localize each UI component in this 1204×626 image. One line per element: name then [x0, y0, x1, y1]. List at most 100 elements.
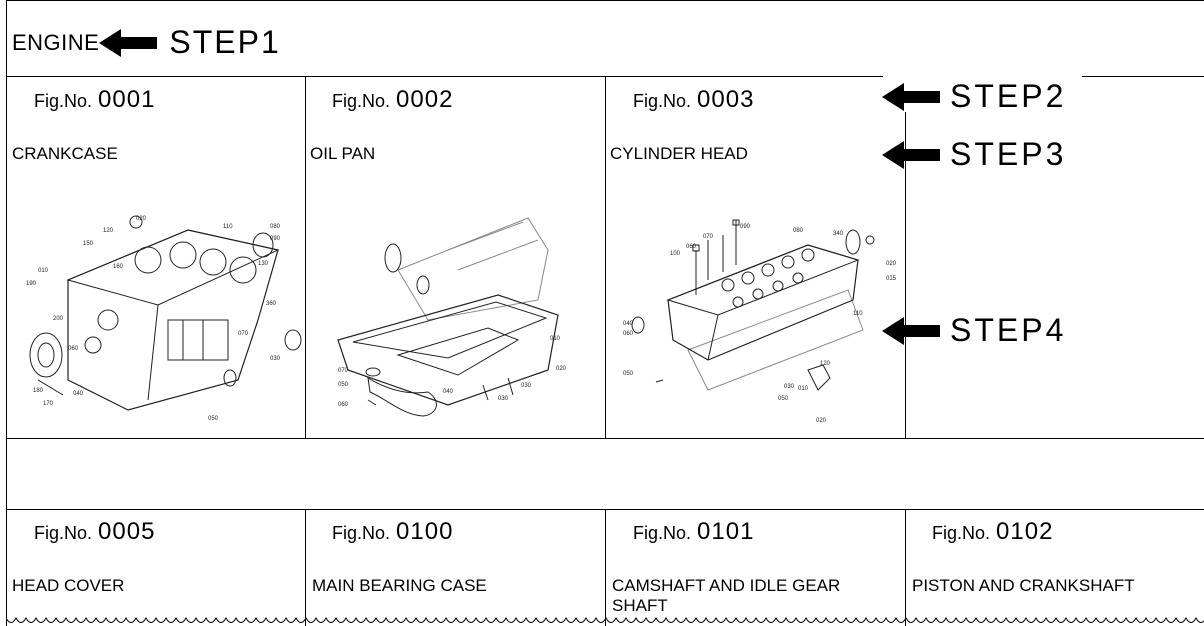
callout-label: 050: [338, 382, 349, 388]
breadcrumb: ENGINE STEP1: [12, 24, 281, 61]
callout-label: 150: [83, 241, 94, 247]
callout-label: 030: [521, 383, 532, 389]
callout-label: 180: [33, 388, 44, 394]
fig-number-value: 0102: [996, 518, 1054, 545]
step4-indicator: STEP4: [882, 312, 1066, 349]
column-divider-2: [605, 76, 606, 438]
callout-labels: 0900700600801003400200150400600501101200…: [623, 224, 897, 424]
left-arrow-icon: [882, 82, 940, 111]
callout-labels: 020 120 150 110 080 090 130 010 160 190 200 360 070 0…: [26, 216, 281, 422]
callout-label: 080: [793, 228, 804, 234]
fig-number-value: 0101: [697, 518, 755, 545]
divider-header: [6, 76, 883, 77]
step3-label: STEP3: [950, 136, 1067, 172]
callout-label: 090: [270, 236, 281, 242]
callout-labels: 070 050 060 040 030 010 020 030: [338, 336, 567, 408]
callout-label: 010: [38, 268, 49, 274]
callout-label: 010: [798, 386, 809, 392]
fig-prefix: Fig.No.: [332, 523, 391, 543]
callout-label: 030: [270, 356, 281, 362]
callout-label: 080: [270, 224, 281, 230]
divider-row1-bottom: [6, 438, 1204, 439]
cylinder-head-drawing[interactable]: 0900700600801003400200150400600501101200…: [608, 210, 904, 432]
callout-label: 100: [670, 251, 681, 257]
step4-label: STEP4: [950, 312, 1067, 348]
fig-number[interactable]: Fig.No.0102: [932, 518, 1053, 546]
oil-pan-drawing[interactable]: 070 050 060 040 030 010 020 030: [308, 210, 604, 432]
part-name-link[interactable]: HEAD COVER: [12, 576, 125, 595]
fig-number[interactable]: Fig.No.0003: [633, 86, 754, 114]
column-divider-1: [305, 76, 306, 438]
callout-label: 010: [550, 336, 561, 342]
callout-label: 160: [113, 264, 124, 270]
callout-label: 200: [53, 316, 64, 322]
fig-prefix: Fig.No.: [34, 523, 93, 543]
fig-prefix: Fig.No.: [633, 523, 692, 543]
fig-prefix: Fig.No.: [332, 91, 391, 111]
column-divider-5: [605, 509, 606, 626]
part-name-link[interactable]: OIL PAN: [310, 144, 376, 163]
callout-label: 190: [26, 281, 37, 287]
fig-number-value: 0001: [98, 86, 156, 113]
engine-link[interactable]: ENGINE: [12, 29, 100, 55]
step2-indicator: STEP2: [882, 78, 1066, 115]
callout-label: 120: [103, 228, 114, 234]
left-arrow-icon: [882, 316, 940, 345]
fig-number[interactable]: Fig.No.0005: [34, 518, 155, 546]
fig-number-value: 0003: [697, 86, 755, 113]
fig-number[interactable]: Fig.No.0101: [633, 518, 754, 546]
fig-prefix: Fig.No.: [34, 91, 93, 111]
part-name-link[interactable]: CAMSHAFT AND IDLE GEAR SHAFT: [612, 576, 841, 615]
callout-label: 040: [443, 389, 454, 395]
callout-label: 060: [68, 346, 79, 352]
callout-label: 050: [778, 396, 789, 402]
fig-prefix: Fig.No.: [633, 91, 692, 111]
callout-label: 040: [73, 391, 84, 397]
callout-label: 070: [703, 234, 714, 240]
callout-label: 110: [223, 224, 233, 230]
callout-label: 120: [820, 361, 831, 367]
callout-label: 050: [208, 416, 219, 422]
callout-label: 070: [238, 331, 249, 337]
callout-label: 170: [43, 401, 54, 407]
fig-number-value: 0002: [396, 86, 454, 113]
callout-label: 070: [338, 368, 349, 374]
callout-label: 060: [623, 331, 634, 337]
part-name-link[interactable]: CYLINDER HEAD: [610, 144, 748, 163]
callout-label: 030: [784, 384, 795, 390]
callout-label: 090: [740, 224, 751, 230]
column-divider-6: [905, 509, 906, 626]
callout-label: 030: [498, 396, 509, 402]
callout-label: 060: [686, 244, 697, 250]
part-name-link[interactable]: CRANKCASE: [12, 144, 118, 163]
part-name-link[interactable]: MAIN BEARING CASE: [312, 576, 487, 595]
callout-label: 130: [258, 261, 269, 267]
part-name-link[interactable]: PISTON AND CRANKSHAFT: [912, 576, 1135, 595]
callout-label: 020: [556, 366, 567, 372]
fig-number[interactable]: Fig.No.0001: [34, 86, 155, 114]
callout-label: 360: [266, 301, 277, 307]
fig-prefix: Fig.No.: [932, 523, 991, 543]
callout-label: 020: [886, 261, 897, 267]
fig-number[interactable]: Fig.No.0002: [332, 86, 453, 114]
left-arrow-icon: [99, 28, 158, 57]
callout-label: 110: [853, 311, 863, 317]
callout-label: 020: [816, 418, 827, 424]
divider-header-right: [1082, 76, 1204, 77]
fig-number-value: 0005: [98, 518, 156, 545]
step2-label: STEP2: [950, 78, 1067, 114]
callout-label: 340: [833, 231, 844, 237]
callout-label: 020: [136, 216, 147, 222]
fig-number[interactable]: Fig.No.0100: [332, 518, 453, 546]
callout-label: 060: [338, 402, 349, 408]
page-frame: [6, 0, 1204, 626]
column-divider-3: [905, 112, 906, 438]
fig-number-value: 0100: [396, 518, 454, 545]
step3-indicator: STEP3: [882, 136, 1066, 173]
torn-edge-border: [6, 617, 1204, 623]
crankcase-drawing[interactable]: 020 120 150 110 080 090 130 010 160 190 200 360 070 0…: [8, 210, 304, 432]
callout-label: 050: [623, 371, 634, 377]
step1-label: STEP1: [169, 24, 281, 60]
callout-label: 040: [623, 321, 634, 327]
column-divider-4: [305, 509, 306, 626]
